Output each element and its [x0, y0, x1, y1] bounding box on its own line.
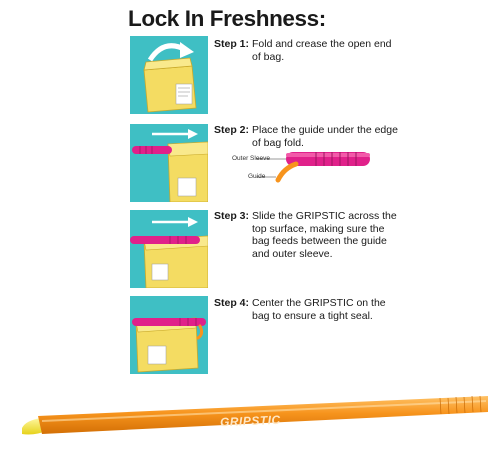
step-4-text: Center the GRIPSTIC on the bag to ensure… — [252, 297, 386, 322]
clip-diagram — [256, 152, 370, 183]
outer-sleeve-callout: Outer Sleeve — [232, 155, 270, 162]
step-3-label: Step 3: — [214, 210, 250, 222]
step-2-text: Place the guide under the edge of bag fo… — [252, 124, 398, 149]
gripstic-product-image — [22, 395, 488, 435]
gripstic-logo: GRIPSTIC — [219, 412, 281, 430]
step-1-image — [130, 36, 208, 114]
step-3-image — [130, 210, 208, 288]
step-4-label: Step 4: — [214, 297, 250, 309]
guide-callout: Guide — [248, 173, 266, 180]
step-1-text: Fold and crease the open end of bag. — [252, 38, 392, 63]
step-3-text: Slide the GRIPSTIC across the top surfac… — [252, 210, 397, 260]
step-2-label: Step 2: — [214, 124, 250, 136]
step-1-label: Step 1: — [214, 38, 250, 50]
step-4-image — [130, 296, 208, 374]
page-title: Lock In Freshness: — [128, 6, 326, 31]
step-2-image — [130, 124, 208, 202]
